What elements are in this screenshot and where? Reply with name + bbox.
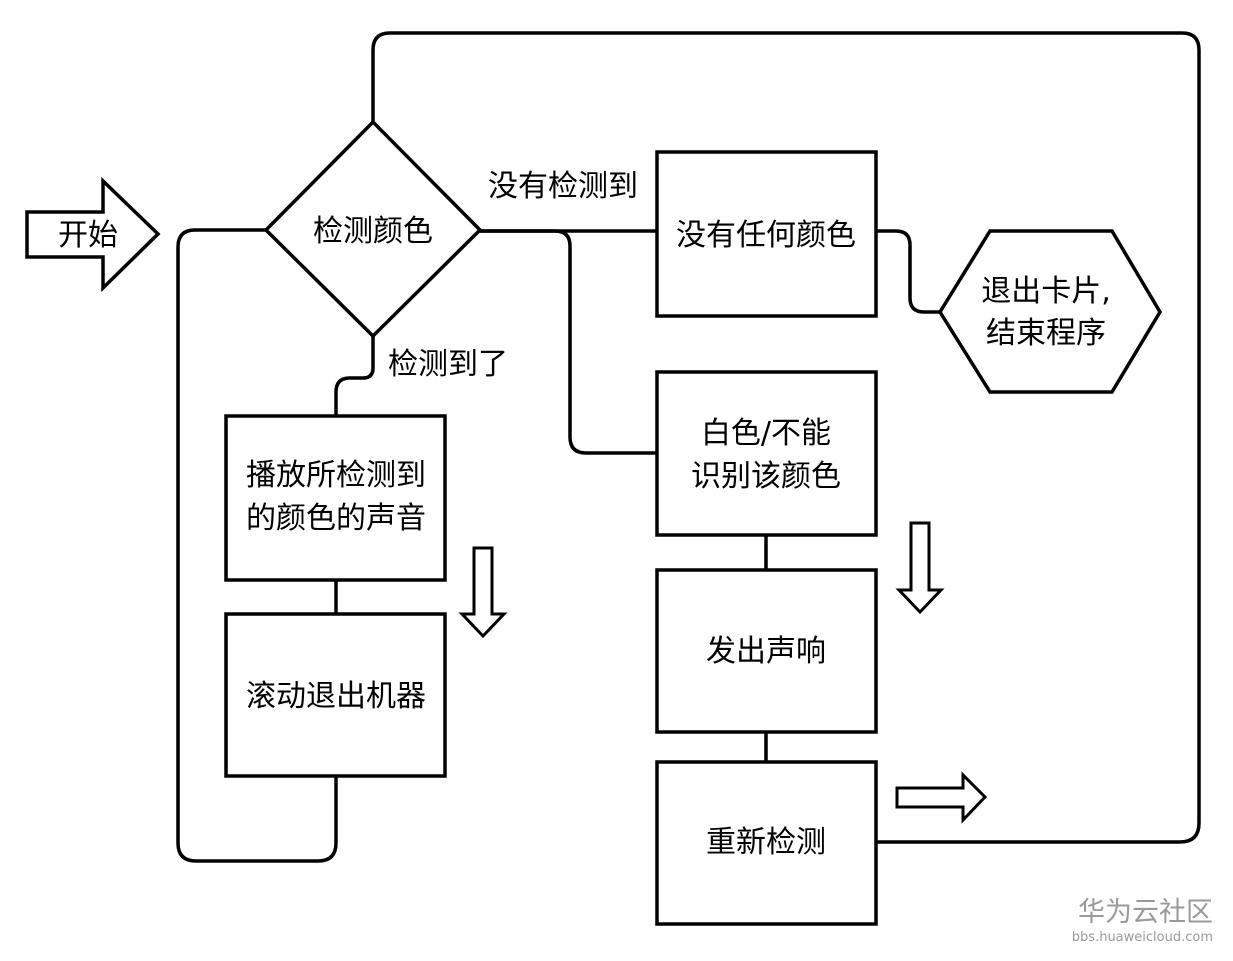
redetect-box xyxy=(655,760,878,926)
roll-out-label: 滚动退出机器 xyxy=(246,679,426,714)
right-arrow-icon xyxy=(895,771,988,824)
process-white-unknown: 白色/不能 识别该颜色 xyxy=(655,370,878,537)
decision-label: 检测颜色 xyxy=(313,214,433,249)
down-arrow-icon xyxy=(458,546,508,639)
watermark-url: bbs.huaweicloud.com xyxy=(1072,930,1213,945)
beep-label: 发出声响 xyxy=(706,634,826,669)
down-arrow-icon xyxy=(895,521,945,615)
connectors xyxy=(176,31,1201,863)
play-sound-label-line1: 播放所检测到 xyxy=(246,458,426,493)
white-unknown-label-line2: 识别该颜色 xyxy=(691,459,841,494)
play-sound-label-line2: 的颜色的声音 xyxy=(246,501,426,536)
redetect-label: 重新检测 xyxy=(706,825,826,860)
watermark-brand: 华为云社区 xyxy=(1078,897,1213,928)
edge-label-detected: 检测到了 xyxy=(388,347,508,382)
process-roll-out: 滚动退出机器 xyxy=(224,612,447,778)
connector-roll-out-to-decision xyxy=(176,228,338,863)
terminal-exit-card: 退出卡片, 结束程序 xyxy=(937,229,1163,394)
process-no-color: 没有任何颜色 xyxy=(655,150,878,318)
no-color-box xyxy=(655,150,878,318)
connector-no-color-to-exit xyxy=(874,229,942,314)
edge-label-not-detected: 没有检测到 xyxy=(488,169,638,204)
white-unknown-label-line1: 白色/不能 xyxy=(701,416,831,451)
start-arrow: 开始 xyxy=(25,176,161,293)
connector-redetect-to-decision xyxy=(371,31,1201,844)
roll-out-box xyxy=(224,612,447,778)
connector-decision-to-play-sound xyxy=(334,332,375,418)
no-color-label: 没有任何颜色 xyxy=(676,218,856,253)
decision-diamond xyxy=(263,119,483,339)
white-unknown-box xyxy=(655,370,878,537)
watermark: 华为云社区 bbs.huaweicloud.com xyxy=(1072,897,1213,945)
play-sound-box xyxy=(224,414,447,582)
process-play-sound: 播放所检测到 的颜色的声音 xyxy=(224,414,447,582)
exit-label-line2: 结束程序 xyxy=(986,316,1106,351)
decision-detect-color: 检测颜色 xyxy=(263,119,483,339)
process-redetect: 重新检测 xyxy=(655,760,878,926)
start-arrow-shape xyxy=(25,176,161,293)
connector-decision-to-white-unknown xyxy=(478,229,659,455)
beep-box xyxy=(655,568,878,734)
exit-hexagon xyxy=(937,229,1163,394)
process-beep: 发出声响 xyxy=(655,568,878,734)
exit-label-line1: 退出卡片, xyxy=(981,274,1111,309)
start-label: 开始 xyxy=(58,218,118,253)
